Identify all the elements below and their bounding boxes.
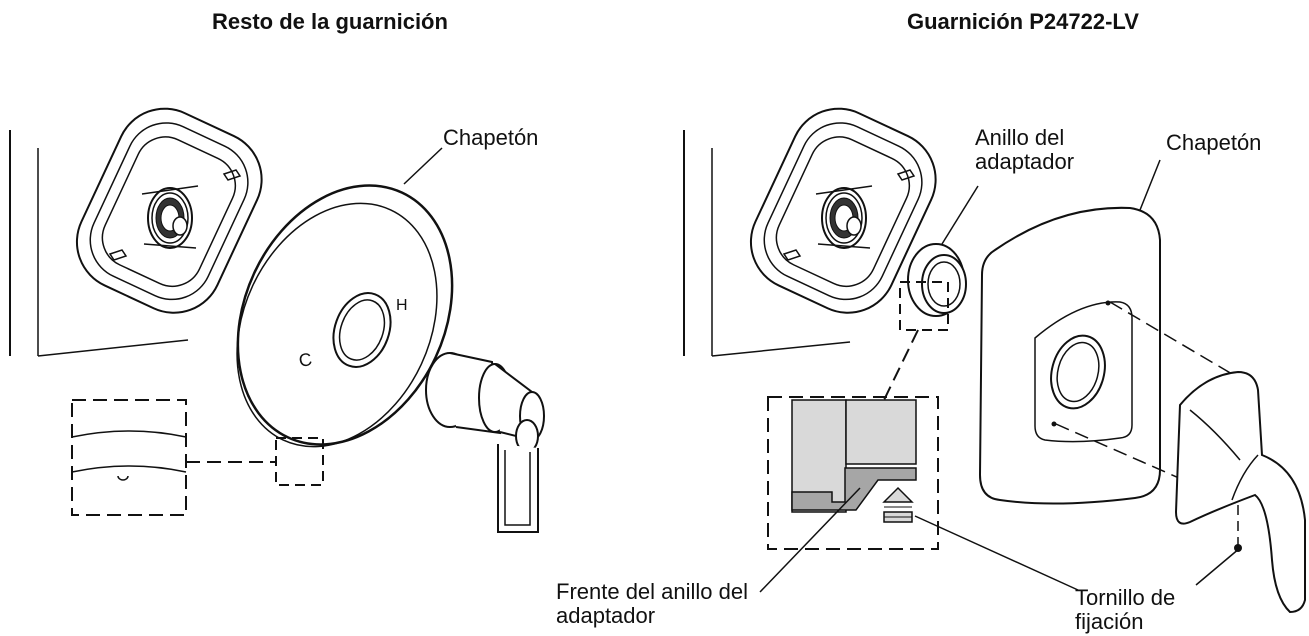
dashed-alignment-lines	[1056, 302, 1236, 503]
ring-front-label-line2: adaptador	[556, 603, 656, 628]
adapter-ring	[884, 186, 978, 400]
right-lever-handle	[1176, 372, 1305, 612]
left-escutcheon-label: Chapetón	[443, 125, 539, 150]
svg-text:C: C	[297, 349, 313, 371]
left-lever-handle	[426, 353, 544, 532]
right-panel-title: Guarnición P24722-LV	[907, 9, 1139, 34]
adapter-ring-section-detail	[760, 397, 1078, 592]
left-panel-title: Resto de la guarnición	[212, 9, 448, 34]
svg-text:H: H	[396, 297, 408, 314]
adapter-ring-label-line2: adaptador	[975, 149, 1075, 174]
set-screw-label: Tornillo de fijación	[1075, 586, 1175, 634]
square-escutcheon	[980, 160, 1160, 504]
adapter-ring-label: Anillo del adaptador	[975, 126, 1074, 174]
left-round-escutcheon: C H	[197, 148, 492, 480]
right-wall	[684, 130, 850, 356]
left-detail-callout	[72, 400, 323, 515]
left-wall	[10, 130, 188, 356]
set-screw-label-line2: fijación	[1075, 609, 1144, 634]
ring-front-label: Frente del anillo del adaptador	[556, 580, 748, 628]
ring-front-label-line1: Frente del anillo del	[556, 579, 749, 604]
set-screw-label-line1: Tornillo de	[1075, 585, 1176, 610]
adapter-ring-label-line1: Anillo del	[975, 125, 1065, 150]
right-escutcheon-label: Chapetón	[1166, 130, 1262, 155]
left-valve-body	[60, 91, 279, 330]
